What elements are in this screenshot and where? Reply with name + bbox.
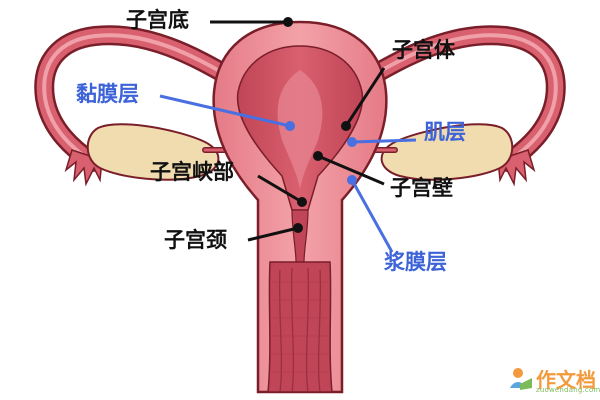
watermark-name: 作文档 — [536, 368, 596, 392]
label-cervix: 子宫颈 — [164, 228, 227, 252]
label-uterine-wall: 子宫壁 — [390, 176, 453, 200]
fallopian-tube-left — [34, 25, 242, 172]
leader-lines-blue — [159, 94, 417, 253]
label-uterine-body: 子宫体 — [392, 38, 455, 62]
watermark: 作文档 zuowendang.com — [506, 364, 600, 398]
label-fundus: 子宫底 — [126, 8, 189, 32]
label-endometrium: 黏膜层 — [76, 82, 139, 106]
fallopian-tube-right — [358, 25, 566, 172]
watermark-url: zuowendang.com — [536, 386, 600, 394]
leader-lines-black — [210, 17, 386, 242]
ovary-left — [86, 123, 235, 181]
label-serosa: 浆膜层 — [384, 250, 447, 274]
label-isthmus: 子宫峡部 — [150, 160, 234, 184]
watermark-logo-icon — [510, 368, 532, 390]
uterus-body — [212, 20, 388, 394]
label-myometrium: 肌层 — [424, 120, 466, 144]
